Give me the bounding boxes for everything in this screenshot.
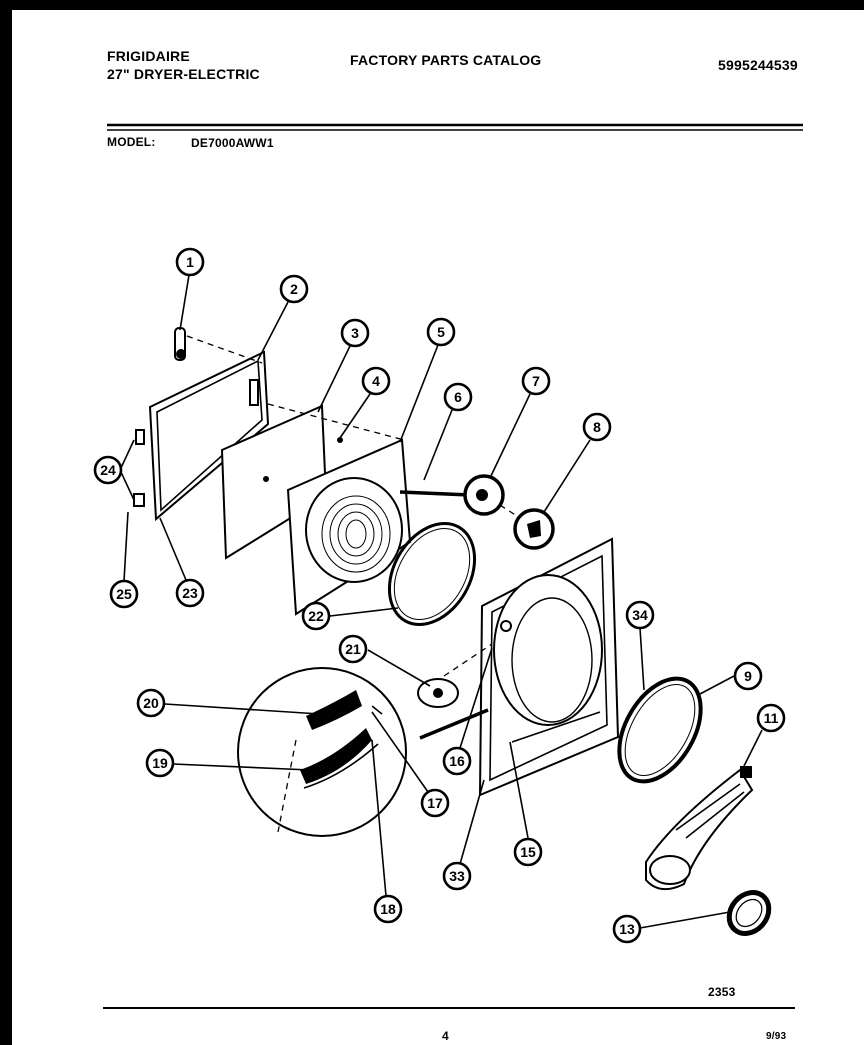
part-door-panel xyxy=(148,350,270,522)
model-label: MODEL: xyxy=(107,135,156,149)
part-filter-ring xyxy=(726,890,772,936)
callout-25: 25 xyxy=(109,579,139,609)
svg-text:33: 33 xyxy=(449,868,465,884)
svg-text:11: 11 xyxy=(764,710,779,726)
svg-text:6: 6 xyxy=(454,389,462,405)
svg-text:34: 34 xyxy=(632,607,648,623)
svg-text:20: 20 xyxy=(143,695,159,711)
callout-13: 13 xyxy=(612,914,642,944)
callout-17: 17 xyxy=(420,788,450,818)
revision-mark: 9/93 xyxy=(766,1031,787,1042)
svg-text:18: 18 xyxy=(380,901,396,917)
part-door-strike-and-catch xyxy=(399,474,555,550)
callout-6: 6 xyxy=(443,382,473,412)
leader-lines xyxy=(119,274,763,929)
drawing-number: 2353 xyxy=(708,985,736,999)
callout-16: 16 xyxy=(442,746,472,776)
callout-11: 11 xyxy=(756,703,786,733)
part-lint-filter-housing xyxy=(645,766,754,891)
svg-text:8: 8 xyxy=(593,419,601,435)
svg-text:7: 7 xyxy=(532,373,540,389)
callout-2: 2 xyxy=(279,274,309,304)
catalog-sheet xyxy=(12,10,864,1045)
model-value: DE7000AWW1 xyxy=(191,136,274,150)
part-door-hinge xyxy=(133,429,145,507)
svg-text:19: 19 xyxy=(152,755,168,771)
callout-18: 18 xyxy=(373,894,403,924)
callout-21: 21 xyxy=(338,634,368,664)
svg-text:22: 22 xyxy=(308,608,324,624)
callout-3: 3 xyxy=(340,318,370,348)
product-name: 27" DRYER-ELECTRIC xyxy=(107,66,260,82)
callout-5: 5 xyxy=(426,317,456,347)
callout-9: 9 xyxy=(733,661,763,691)
svg-text:9: 9 xyxy=(744,668,752,684)
svg-text:15: 15 xyxy=(520,844,536,860)
callout-24: 24 xyxy=(93,455,123,485)
svg-text:21: 21 xyxy=(345,641,361,657)
callout-33: 33 xyxy=(442,861,472,891)
svg-text:5: 5 xyxy=(437,324,445,340)
callout-22: 22 xyxy=(301,601,331,631)
svg-text:17: 17 xyxy=(427,795,443,811)
svg-text:3: 3 xyxy=(351,325,359,341)
part-front-panel-gasket xyxy=(617,676,703,784)
callout-23: 23 xyxy=(175,578,205,608)
part-switch-detail-inset xyxy=(237,667,407,837)
callout-15: 15 xyxy=(513,837,543,867)
svg-text:23: 23 xyxy=(182,585,198,601)
callout-1: 1 xyxy=(175,247,205,277)
callout-4: 4 xyxy=(361,366,391,396)
svg-text:16: 16 xyxy=(449,753,465,769)
callout-19: 19 xyxy=(145,748,175,778)
svg-text:2: 2 xyxy=(290,281,298,297)
page-number: 4 xyxy=(442,1029,449,1043)
callout-20: 20 xyxy=(136,688,166,718)
catalog-title: FACTORY PARTS CATALOG xyxy=(350,52,542,68)
catalog-number: 5995244539 xyxy=(718,57,798,73)
part-front-panel xyxy=(478,537,620,797)
callout-34: 34 xyxy=(625,600,655,630)
brand-name: FRIGIDAIRE xyxy=(107,48,190,64)
svg-text:13: 13 xyxy=(619,921,635,937)
svg-text:25: 25 xyxy=(116,586,132,602)
svg-text:24: 24 xyxy=(100,462,116,478)
part-door-seal xyxy=(387,522,477,626)
part-door-switch-bracket xyxy=(417,643,493,740)
part-door-liner xyxy=(286,437,412,616)
part-hinge-pin xyxy=(174,327,263,364)
callout-8: 8 xyxy=(582,412,612,442)
svg-text:1: 1 xyxy=(186,254,194,270)
svg-text:4: 4 xyxy=(372,373,380,389)
callout-7: 7 xyxy=(521,366,551,396)
